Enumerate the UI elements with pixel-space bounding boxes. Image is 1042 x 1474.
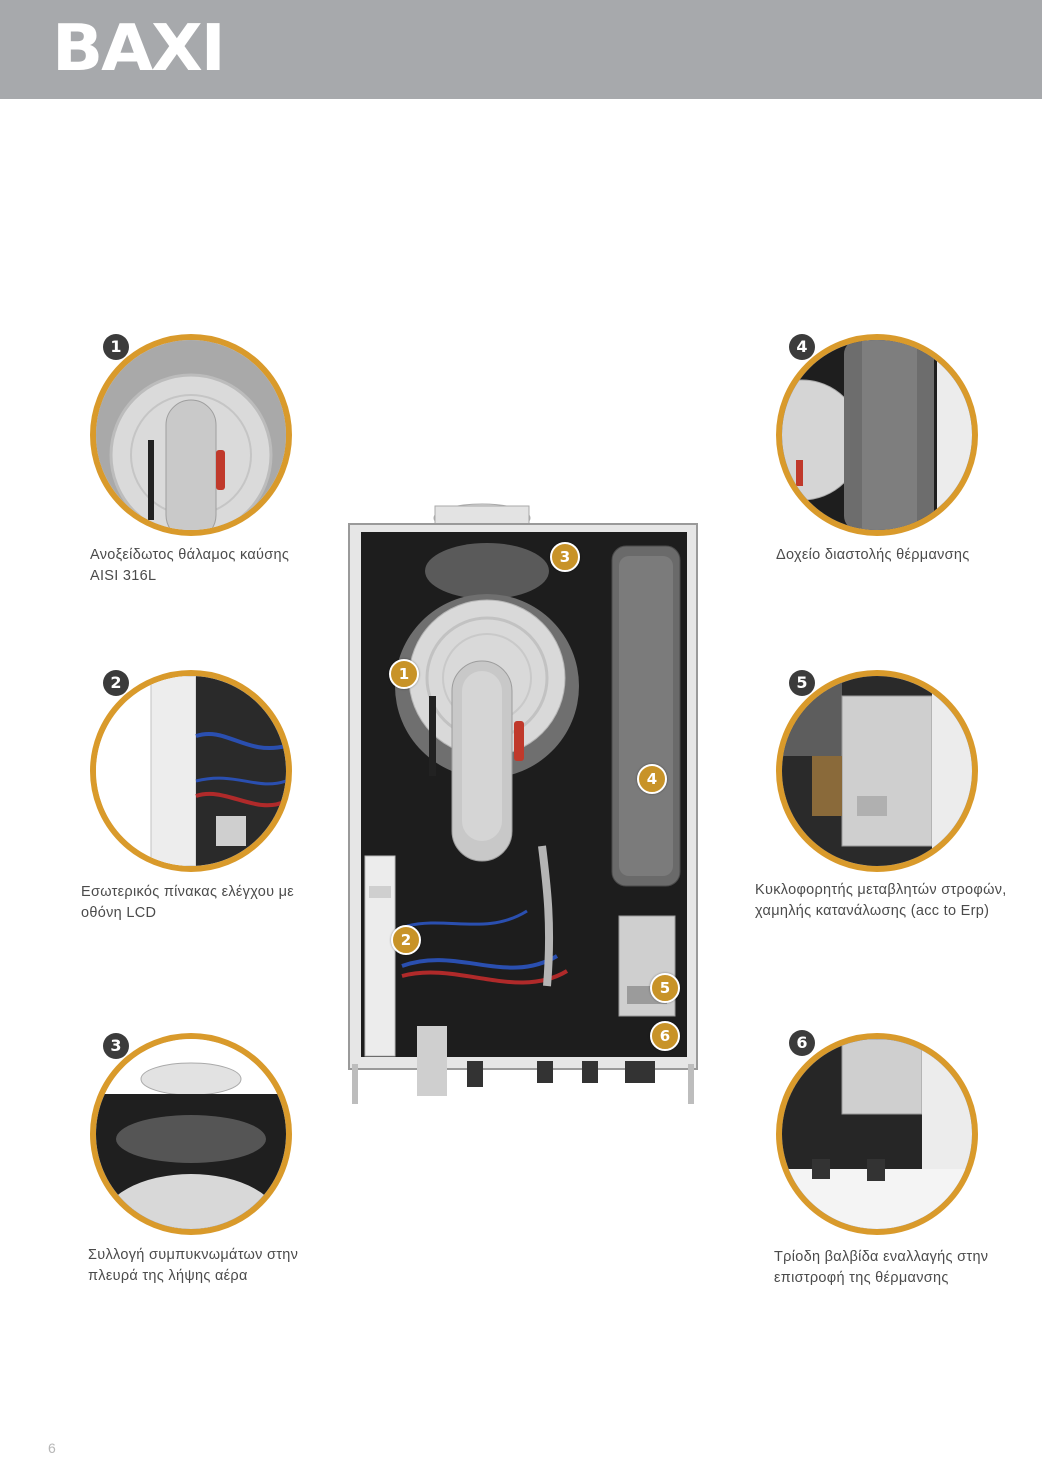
detail-circle-circulator-pump <box>776 670 978 872</box>
marker-3: 3 <box>550 542 580 572</box>
feature-caption-3: Συλλογή συμπυκνωμάτων στην πλευρά της λή… <box>88 1247 299 1284</box>
detail-circle-combustion-chamber <box>90 334 292 536</box>
feature-number-6: 6 <box>789 1030 815 1056</box>
feature-caption-1: Ανοξείδωτος θάλαμος καύσης AISI 316L <box>90 547 290 584</box>
feature-number-3: 3 <box>103 1033 129 1059</box>
boiler-image: 3 1 4 2 5 6 <box>307 466 749 1126</box>
feature-number-5: 5 <box>789 670 815 696</box>
feature-number-1: 1 <box>103 334 129 360</box>
detail-circle-condensate-collection <box>90 1033 292 1235</box>
feature-caption-6: Τρίοδη βαλβίδα εναλλαγής στην επιστροφή … <box>774 1249 989 1286</box>
baxi-logo: BAXI <box>52 12 226 86</box>
feature-number-4: 4 <box>789 334 815 360</box>
detail-circle-expansion-vessel <box>776 334 978 536</box>
header-bar: BAXI <box>0 0 1042 99</box>
feature-caption-4: Δοχείο διαστολής θέρμανσης <box>776 547 970 563</box>
marker-1: 1 <box>389 659 419 689</box>
marker-2: 2 <box>391 925 421 955</box>
marker-6: 6 <box>650 1021 680 1051</box>
feature-caption-5: Κυκλοφορητής μεταβλητών στροφών, χαμηλής… <box>755 882 1007 919</box>
page-number: 6 <box>48 1440 56 1456</box>
feature-number-2: 2 <box>103 670 129 696</box>
detail-circle-control-panel <box>90 670 292 872</box>
feature-caption-2: Εσωτερικός πίνακας ελέγχου με οθόνη LCD <box>81 884 295 921</box>
marker-4: 4 <box>637 764 667 794</box>
marker-5: 5 <box>650 973 680 1003</box>
detail-circle-three-way-valve <box>776 1033 978 1235</box>
